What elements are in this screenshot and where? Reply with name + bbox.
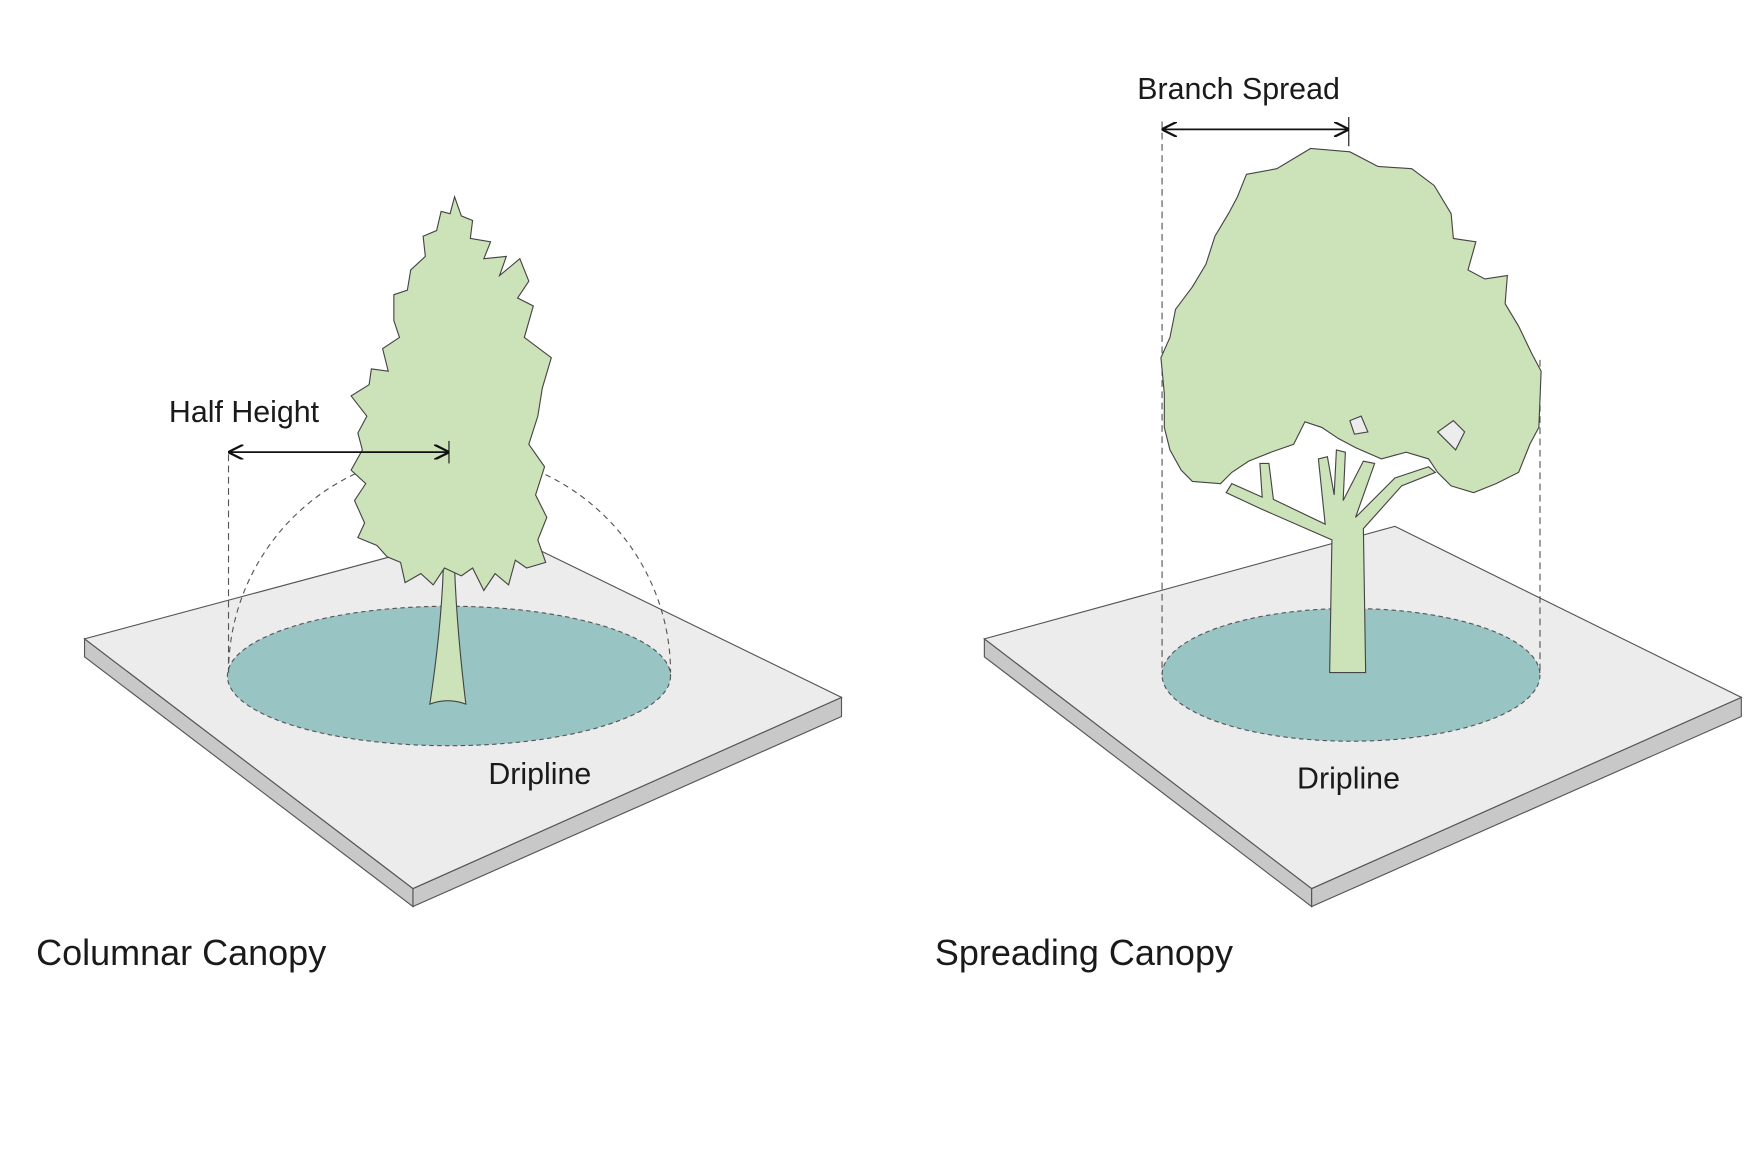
spreading-canopy-title: Spreading Canopy bbox=[935, 932, 1233, 973]
spreading-tree bbox=[1160, 147, 1542, 674]
dripline-label-left: Dripline bbox=[488, 758, 591, 791]
columnar-panel: Half Height Dripline Columnar Canopy bbox=[36, 194, 843, 973]
dripline-label-right: Dripline bbox=[1297, 762, 1400, 795]
spreading-panel: Branch Spread Dripline Spreading Canopy bbox=[935, 73, 1743, 973]
half-height-label: Half Height bbox=[169, 396, 320, 429]
branch-spread-label: Branch Spread bbox=[1137, 73, 1340, 106]
columnar-tree bbox=[350, 194, 552, 705]
columnar-canopy-title: Columnar Canopy bbox=[36, 932, 326, 973]
dripline-area bbox=[1161, 607, 1541, 742]
